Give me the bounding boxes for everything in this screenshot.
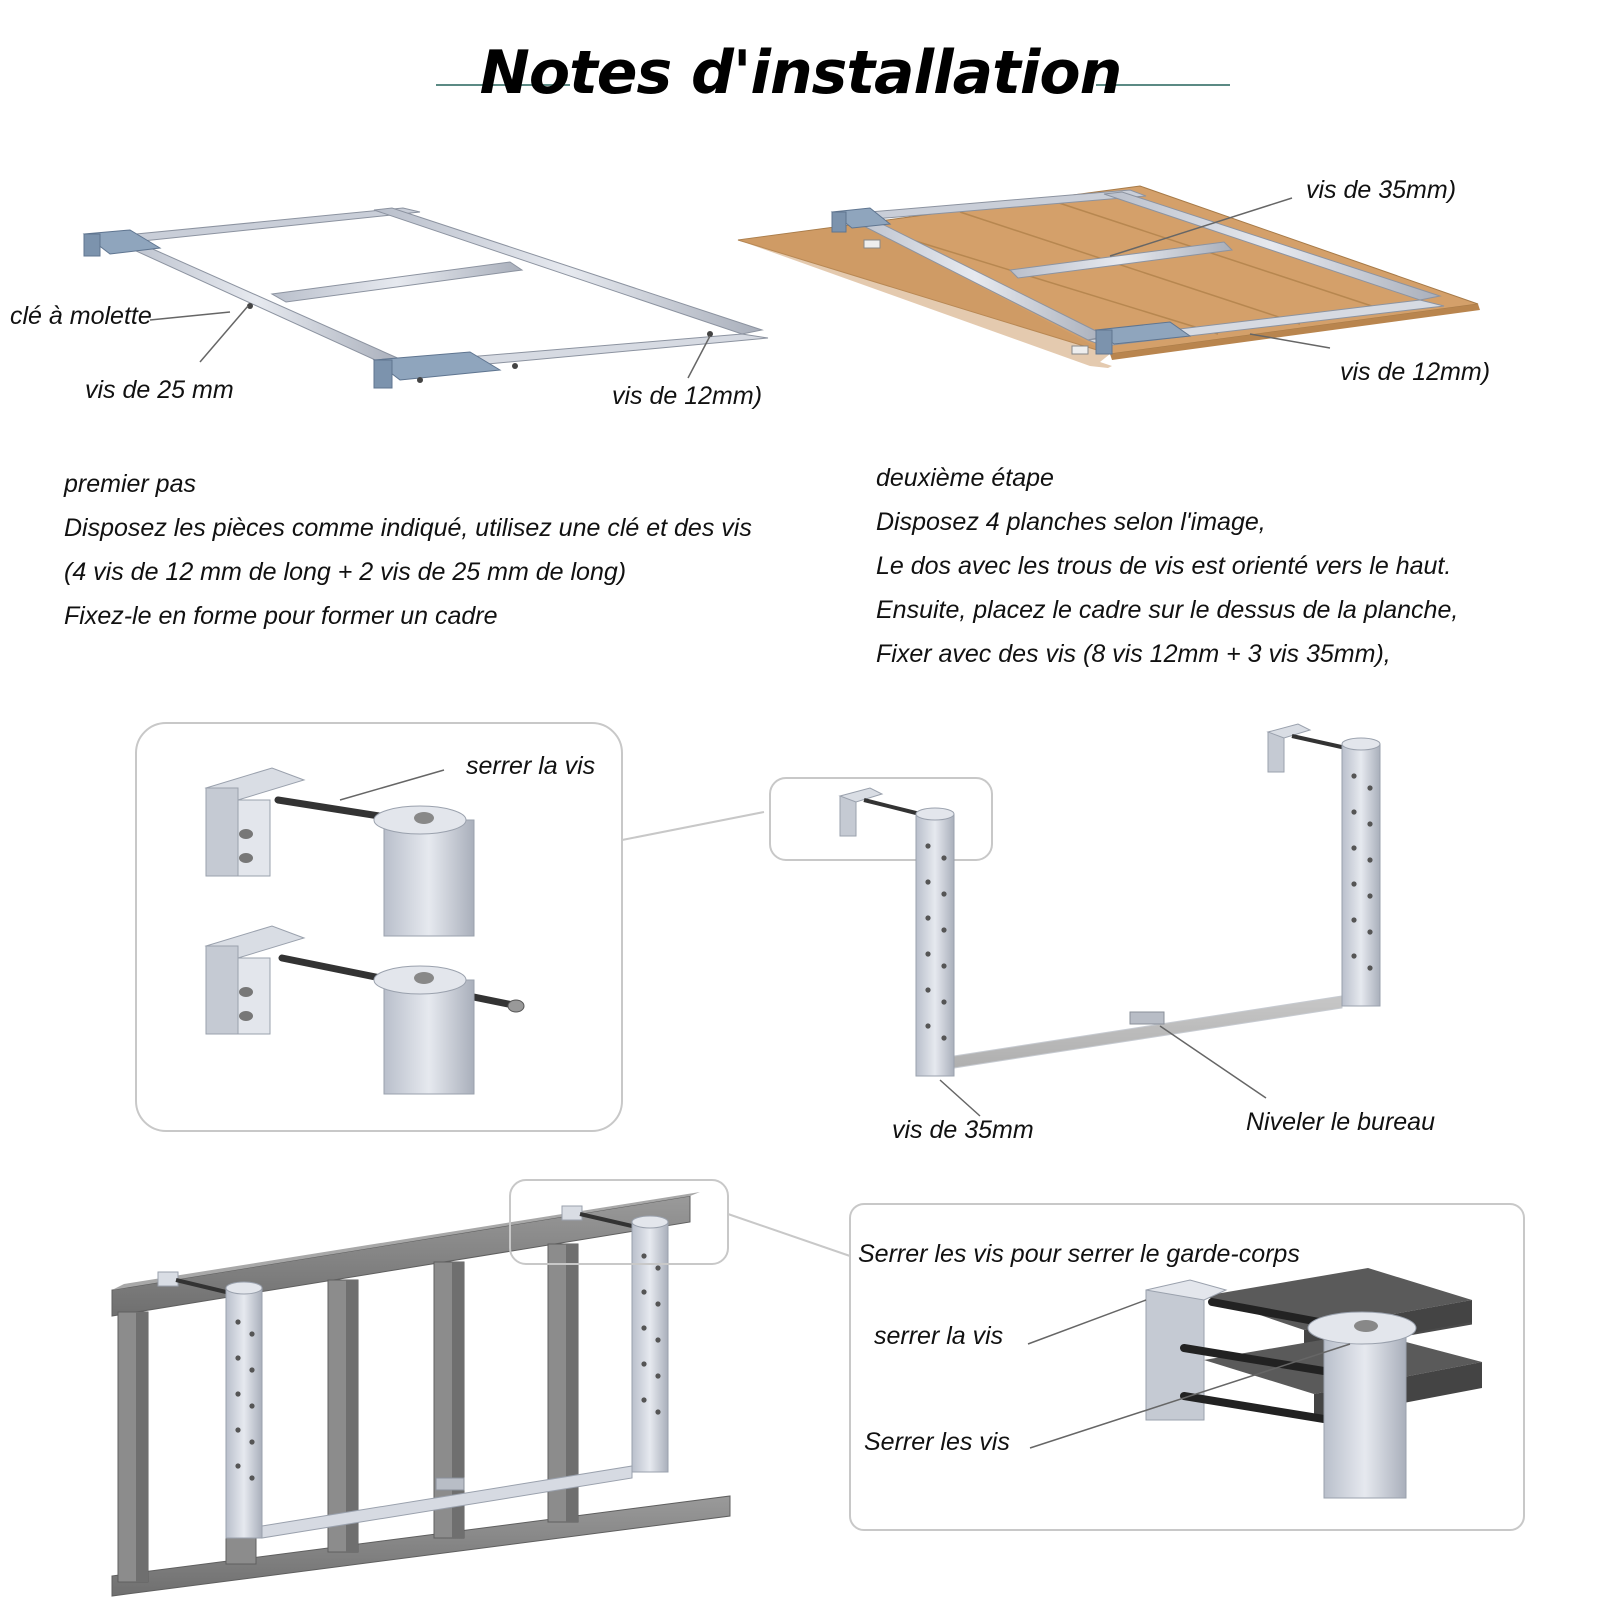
step3-detail-box [135, 722, 623, 1132]
step1-frame-illustration [82, 207, 769, 389]
page-title: Notes d'installation [479, 38, 1123, 108]
label-tighten-screws-bottom: Serrer les vis [864, 1428, 1010, 1456]
label-screw-12mm-step1: vis de 12mm) [612, 382, 763, 410]
step2-line: Fixer avec des vis (8 vis 12mm + 3 vis 3… [876, 640, 1391, 668]
step2-line: Ensuite, placez le cadre sur le dessus d… [876, 596, 1459, 624]
step2-instructions: deuxième étape Disposez 4 planches selon… [876, 456, 1458, 676]
step1-instructions: premier pas Disposez les pièces comme in… [64, 462, 752, 638]
step2-line: Disposez 4 planches selon l'image, [876, 508, 1266, 536]
step1-line: (4 vis de 12 mm de long + 2 vis de 25 mm… [64, 558, 627, 586]
label-wrench: clé à molette [10, 302, 152, 330]
label-level-desk: Niveler le bureau [1246, 1108, 1435, 1136]
step1-line: Disposez les pièces comme indiqué, utili… [64, 514, 752, 542]
step2-line: Le dos avec les trous de vis est orienté… [876, 552, 1452, 580]
step2-heading: deuxième étape [876, 464, 1054, 492]
step4-railing-illustration [111, 1179, 731, 1597]
step1-heading: premier pas [64, 470, 196, 498]
detail-connector-line-2 [727, 1213, 851, 1257]
label-screw-35mm-step3: vis de 35mm [892, 1116, 1034, 1144]
step1-line: Fixez-le en forme pour former un cadre [64, 602, 498, 630]
title-rule-left [436, 84, 570, 86]
title-rule-right [1096, 84, 1230, 86]
label-screw-12mm-step2: vis de 12mm) [1340, 358, 1491, 386]
step3-bracket-assembly [769, 723, 1381, 1117]
label-screw-35mm-step2: vis de 35mm) [1306, 176, 1457, 204]
step4-detail-box [849, 1203, 1525, 1531]
label-tighten-screw-top: serrer la vis [874, 1322, 1004, 1350]
label-tighten-screw: serrer la vis [466, 752, 596, 780]
label-clamp-railing: Serrer les vis pour serrer le garde-corp… [858, 1240, 1300, 1268]
label-screw-25mm: vis de 25 mm [85, 376, 234, 404]
detail-connector-line [621, 811, 765, 841]
step2-board-illustration [737, 185, 1480, 368]
